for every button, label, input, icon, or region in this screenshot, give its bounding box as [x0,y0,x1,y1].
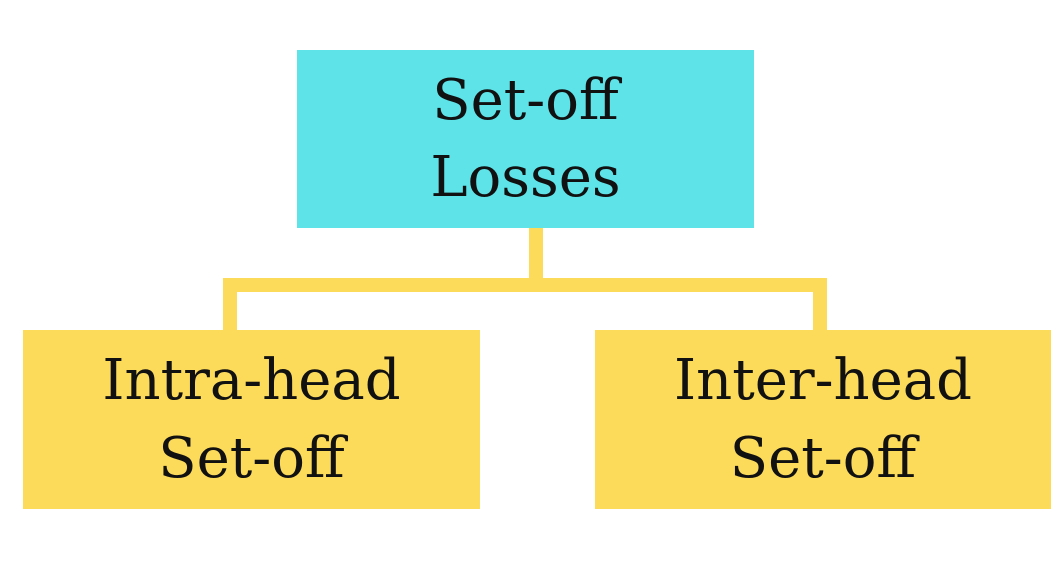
root-node-label-line-2: Losses [430,145,621,210]
root-node-label-line-1: Set-off [432,67,619,133]
connector-drop-left [223,278,237,332]
child-node-inter-head-set-off: Inter-head Set-off [595,330,1051,509]
child-node-2-label-line-1: Inter-head [674,348,972,414]
connector-crossbar [223,278,827,292]
connector-stem [529,228,543,282]
root-node-set-off-losses: Set-off Losses [297,50,754,228]
connector-drop-right [813,278,827,332]
child-node-intra-head-set-off: Intra-head Set-off [23,330,480,509]
child-node-1-label-line-2: Set-off [158,425,345,491]
child-node-2-label-line-2: Set-off [729,425,917,491]
child-node-1-label-line-1: Intra-head [102,348,401,414]
